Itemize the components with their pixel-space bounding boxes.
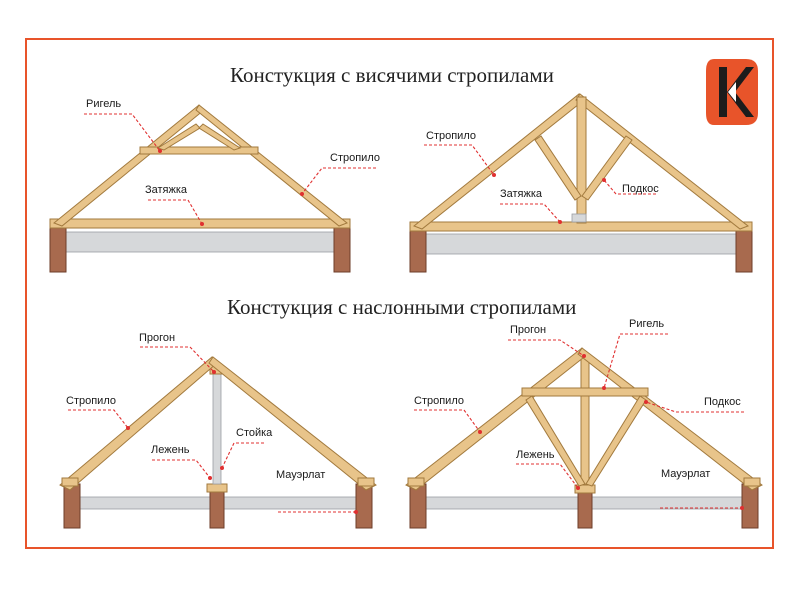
label-rigel: Ригель: [86, 98, 122, 110]
middle-wall: [209, 489, 225, 529]
brace-right: [585, 395, 647, 487]
collar-beam: [521, 387, 649, 397]
label-zatyazhka: Затяжка: [145, 184, 188, 196]
rafter-left: [53, 104, 205, 227]
stoyka-post: [580, 353, 590, 486]
label-rigel: Ригель: [629, 318, 665, 330]
brace-right: [198, 123, 242, 151]
wall-right: [735, 227, 753, 273]
ceiling-beam: [65, 231, 335, 253]
diagram-hanging-rigel: [49, 104, 376, 273]
rafter-right: [208, 356, 377, 491]
collar-beam: [139, 146, 259, 155]
bolt-plate: [571, 213, 587, 223]
label-stoyka: Стойка: [236, 427, 273, 439]
title-hanging-rafters: Констукция с висячими стропилами: [230, 63, 554, 87]
wall-left: [409, 483, 427, 529]
rafter-right: [575, 93, 750, 230]
mauerlat-right: [357, 477, 375, 487]
mauerlat-left: [61, 477, 79, 487]
rafter-right: [195, 104, 349, 227]
label-zatyazhka: Затяжка: [500, 188, 543, 200]
mauerlat-left: [407, 477, 425, 487]
stoyka-post: [212, 371, 222, 485]
ceiling-beam: [425, 233, 737, 255]
wall-right: [333, 227, 351, 273]
label-lezhen: Лежень: [151, 444, 190, 456]
diagram-leaning-stoyka: [59, 346, 377, 529]
label-lezhen: Лежень: [516, 449, 555, 461]
label-stropilo: Стропило: [414, 395, 464, 407]
wall-left: [409, 227, 427, 273]
diagram-hanging-podkos: [409, 93, 753, 273]
rafter-left: [405, 347, 589, 491]
wall-left: [63, 483, 81, 529]
mauerlat-right: [743, 477, 761, 487]
rafter-right: [577, 347, 763, 491]
label-podkos: Подкос: [622, 183, 659, 195]
label-mauerlat: Мауэрлат: [661, 468, 711, 480]
wall-right: [741, 483, 759, 529]
middle-wall: [577, 491, 593, 529]
logo-icon: [706, 59, 758, 125]
label-progon: Прогон: [139, 332, 176, 344]
label-mauerlat: Мауэрлат: [276, 469, 326, 481]
rafter-left: [59, 356, 218, 491]
label-stropilo: Стропило: [66, 395, 116, 407]
wall-left: [49, 227, 67, 273]
brace-right: [581, 135, 633, 201]
label-progon: Прогон: [510, 324, 547, 336]
diagram-leaning-rigel-podkos: [405, 333, 763, 529]
label-stropilo: Стропило: [330, 152, 380, 164]
diagram-frame: [25, 38, 774, 549]
label-stropilo: Стропило: [426, 130, 476, 142]
brace-left: [534, 135, 582, 201]
king-post: [576, 96, 587, 224]
lezhen-beam: [206, 483, 228, 493]
label-podkos: Подкос: [704, 396, 741, 408]
title-leaning-rafters: Констукция с наслонными стропилами: [227, 295, 577, 319]
tie-beam: [49, 218, 351, 229]
brace-left: [525, 395, 586, 487]
wall-right: [355, 483, 373, 529]
